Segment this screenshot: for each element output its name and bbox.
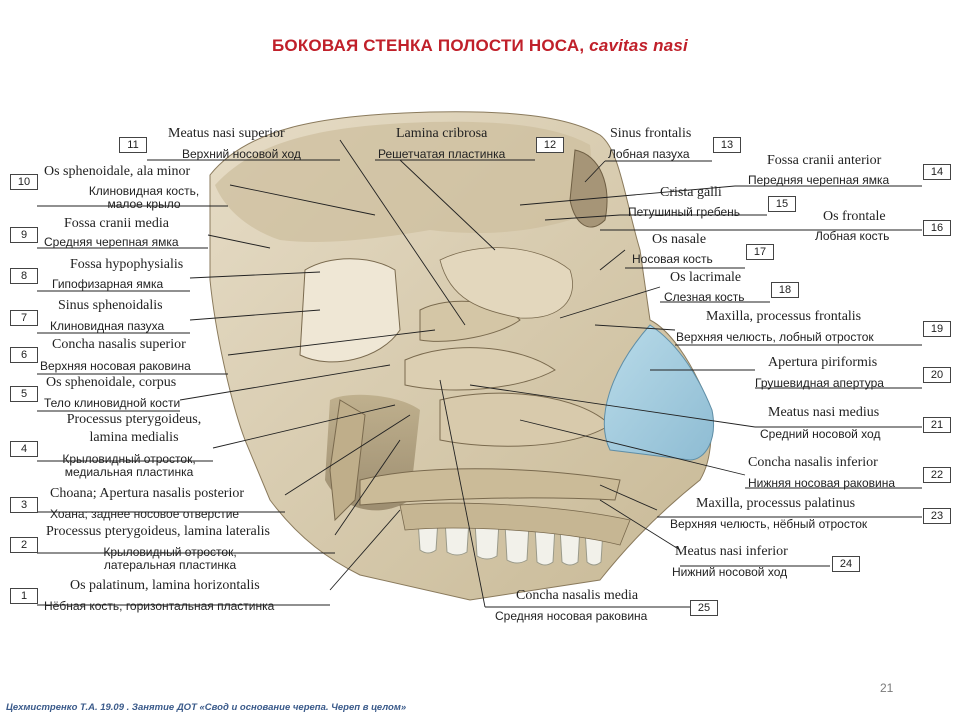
label-russian-processus-pterygoideus-lateralis: Крыловидный отросток, [103,545,237,559]
label-number-14: 14 [923,164,951,180]
label-number-19: 19 [923,321,951,337]
label-number-23: 23 [923,508,951,524]
label-latin-processus-pterygoideus-medialis-2: lamina medialis [89,430,179,445]
label-number-17: 17 [746,244,774,260]
leader-lines [37,139,922,608]
label-latin-os-nasale: Os nasale [652,232,707,247]
label-number-9: 9 [10,227,38,243]
label-number-18: 18 [771,282,799,298]
title-main: БОКОВАЯ СТЕНКА ПОЛОСТИ НОСА, [272,36,590,55]
label-latin-apertura-piriformis: Apertura piriformis [768,355,878,370]
label-number-6: 6 [10,347,38,363]
label-latin-concha-nasalis-inferior: Concha nasalis inferior [748,455,878,470]
label-number-8: 8 [10,268,38,284]
label-russian-os-sphenoidale-ala-minor: Клиновидная кость, [88,184,200,198]
label-russian-concha-nasalis-inferior: Нижняя носовая раковина [748,476,895,490]
label-latin-meatus-nasi-superior: Meatus nasi superior [168,126,285,141]
label-latin-fossa-hypophysialis: Fossa hypophysialis [70,257,184,272]
label-number-2: 2 [10,537,38,553]
label-number-4: 4 [10,441,38,457]
label-number-13: 13 [713,137,741,153]
label-number-3: 3 [10,497,38,513]
cranial-vault [215,121,592,242]
label-russian-os-lacrimale: Слезная кость [664,290,745,304]
page-title: БОКОВАЯ СТЕНКА ПОЛОСТИ НОСА, cavitas nas… [0,36,960,56]
label-number-22: 22 [923,467,951,483]
label-number-16: 16 [923,220,951,236]
label-latin-os-frontale: Os frontale [823,209,886,224]
label-number-21: 21 [923,417,951,433]
footer-credit: Цехмистренко Т.А. 19.09 . Занятие ДОТ «С… [6,702,407,713]
label-latin-meatus-nasi-inferior: Meatus nasi inferior [675,544,788,559]
label-number-15: 15 [768,196,796,212]
label-latin-os-palatinum: Os palatinum, lamina horizontalis [70,578,260,593]
label-russian-processus-pterygoideus-medialis: Крыловидный отросток, [62,452,196,466]
label-number-25: 25 [690,600,718,616]
label-russian-concha-nasalis-media: Средняя носовая раковина [495,609,648,623]
label-russian-processus-pterygoideus-lateralis-2: латеральная пластинка [103,558,237,572]
label-latin-fossa-cranii-anterior: Fossa cranii anterior [767,153,882,168]
label-number-1: 1 [10,588,38,604]
label-russian-crista-galli: Петушиный гребень [628,205,741,219]
label-russian-os-palatinum: Нёбная кость, горизонтальная пластинка [44,599,275,613]
hard-palate [359,468,621,506]
label-latin-os-sphenoidale-corpus: Os sphenoidale, corpus [46,375,177,390]
label-russian-maxilla-processus-frontalis: Верхняя челюсть, лобный отросток [676,330,874,344]
label-latin-choana: Choana; Apertura nasalis posterior [50,486,245,501]
label-latin-os-sphenoidale-ala-minor: Os sphenoidale, ala minor [44,164,191,179]
label-number-11: 11 [119,137,147,153]
label-latin-concha-nasalis-media: Concha nasalis media [516,588,639,603]
label-latin-sinus-sphenoidalis: Sinus sphenoidalis [58,298,163,313]
label-russian-os-sphenoidale-ala-minor-2: малое крыло [107,197,181,211]
label-russian-meatus-nasi-superior: Верхний носовой ход [182,147,301,161]
label-latin-maxilla-processus-palatinus: Maxilla, processus palatinus [696,496,856,511]
title-latin: cavitas nasi [589,36,688,55]
label-russian-os-nasale: Носовая кость [632,252,713,266]
label-russian-fossa-cranii-media: Средняя черепная ямка [44,235,179,249]
page-number: 21 [880,681,894,695]
label-russian-os-frontale: Лобная кость [815,229,890,243]
label-russian-os-sphenoidale-corpus: Тело клиновидной кости [44,396,181,410]
label-russian-choana: Хоана; заднее носовое отверстие [50,507,240,521]
label-number-10: 10 [10,174,38,190]
ethmoid-region [439,247,573,319]
label-russian-sinus-sphenoidalis: Клиновидная пазуха [50,319,165,333]
label-russian-fossa-hypophysialis: Гипофизарная ямка [52,277,164,291]
label-russian-lamina-cribrosa: Решетчатая пластинка [378,147,506,161]
nasal-cartilage [603,324,714,461]
label-russian-meatus-nasi-inferior: Нижний носовой ход [672,565,788,579]
label-number-12: 12 [536,137,564,153]
label-number-24: 24 [832,556,860,572]
label-latin-meatus-nasi-medius: Meatus nasi medius [768,405,880,420]
label-latin-processus-pterygoideus-medialis: Processus pterygoideus, [66,412,202,427]
label-latin-crista-galli: Crista galli [660,185,722,200]
sphenoid-sinus [299,258,401,363]
pterygoid-process [329,399,366,522]
label-latin-fossa-cranii-media: Fossa cranii media [64,216,169,231]
label-latin-os-lacrimale: Os lacrimale [670,270,742,285]
label-latin-sinus-frontalis: Sinus frontalis [610,126,692,141]
label-number-20: 20 [923,367,951,383]
label-russian-meatus-nasi-medius: Средний носовой ход [760,427,881,441]
label-number-5: 5 [10,386,38,402]
label-latin-maxilla-processus-frontalis: Maxilla, processus frontalis [706,309,862,324]
label-russian-fossa-cranii-anterior: Передняя черепная ямка [748,173,890,187]
label-latin-processus-pterygoideus-lateralis: Processus pterygoideus, lamina lateralis [46,524,270,539]
label-latin-lamina-cribrosa: Lamina cribrosa [396,126,488,141]
label-russian-apertura-piriformis: Грушевидная апертура [755,376,884,390]
maxilla-alveolar [399,502,631,546]
label-russian-maxilla-processus-palatinus: Верхняя челюсть, нёбный отросток [670,517,868,531]
label-latin-concha-nasalis-superior: Concha nasalis superior [52,337,186,352]
label-number-7: 7 [10,310,38,326]
label-russian-concha-nasalis-superior: Верхняя носовая раковина [40,359,191,373]
label-russian-sinus-frontalis: Лобная пазуха [608,147,690,161]
label-russian-processus-pterygoideus-medialis-2: медиальная пластинка [64,465,194,479]
